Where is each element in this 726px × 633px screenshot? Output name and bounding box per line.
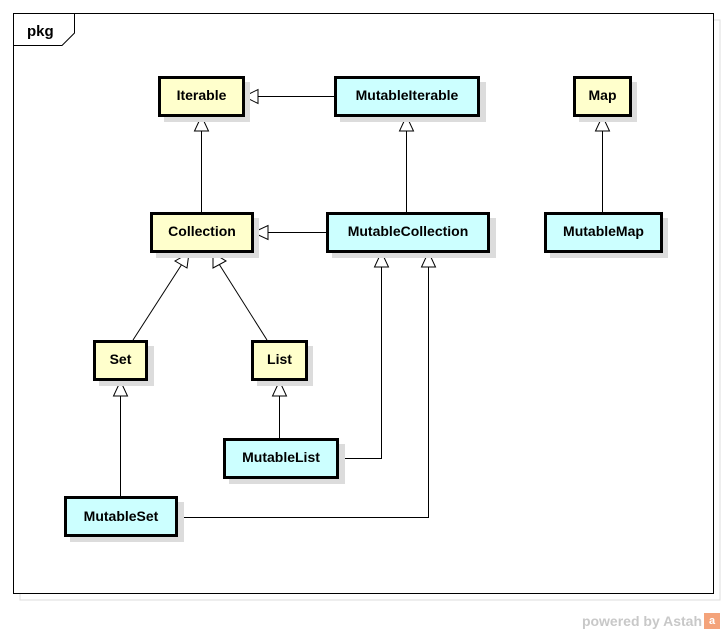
class-name: Iterable: [177, 87, 227, 103]
arrowhead-iterable-right: [242, 88, 259, 105]
class-name: MutableSet: [84, 508, 159, 524]
arrowhead-mutablecollection-list: [373, 250, 390, 268]
arrowhead-set-bottom: [112, 379, 129, 397]
connectors: [120, 96, 603, 518]
frame-tab: [13, 13, 75, 46]
class-set[interactable]: Set: [93, 340, 155, 387]
class-name: MutableList: [242, 449, 320, 465]
class-mutable-collection[interactable]: MutableCollection: [326, 212, 497, 259]
class-name: Map: [589, 87, 617, 103]
arrowhead-iterable-bottom: [193, 114, 210, 132]
class-name: MutableMap: [563, 223, 644, 239]
class-mutable-set[interactable]: MutableSet: [64, 496, 185, 543]
edge-list-collection: [218, 263, 268, 341]
class-name: List: [267, 351, 292, 367]
class-list[interactable]: List: [251, 340, 314, 387]
powered-by-footer: powered by Astah a: [582, 613, 720, 629]
class-name: MutableCollection: [348, 223, 469, 239]
class-mutable-list[interactable]: MutableList: [223, 438, 346, 485]
class-map[interactable]: Map: [573, 76, 638, 123]
footer-text: powered by Astah: [581, 613, 702, 629]
arrowhead-list-bottom: [271, 379, 288, 397]
edge-mutableset-mutablecollection: [177, 267, 429, 518]
class-collection[interactable]: Collection: [150, 212, 260, 259]
edge-mutablelist-mutablecollection: [338, 267, 382, 459]
class-mutable-map[interactable]: MutableMap: [544, 212, 669, 259]
astah-logo-icon: a: [704, 613, 720, 629]
edge-set-collection: [132, 263, 183, 341]
class-name: MutableIterable: [356, 87, 459, 103]
arrowhead-mutablecollection-set: [420, 250, 437, 268]
class-name: Set: [110, 351, 132, 367]
class-iterable[interactable]: Iterable: [158, 76, 251, 123]
class-mutable-iterable[interactable]: MutableIterable: [334, 76, 487, 123]
arrowhead-map-bottom: [594, 114, 611, 132]
arrowhead-collection-right: [251, 224, 269, 241]
arrowhead-mutableiterable-bottom: [398, 114, 415, 132]
frame-label: pkg: [27, 23, 54, 40]
class-name: Collection: [168, 223, 236, 239]
